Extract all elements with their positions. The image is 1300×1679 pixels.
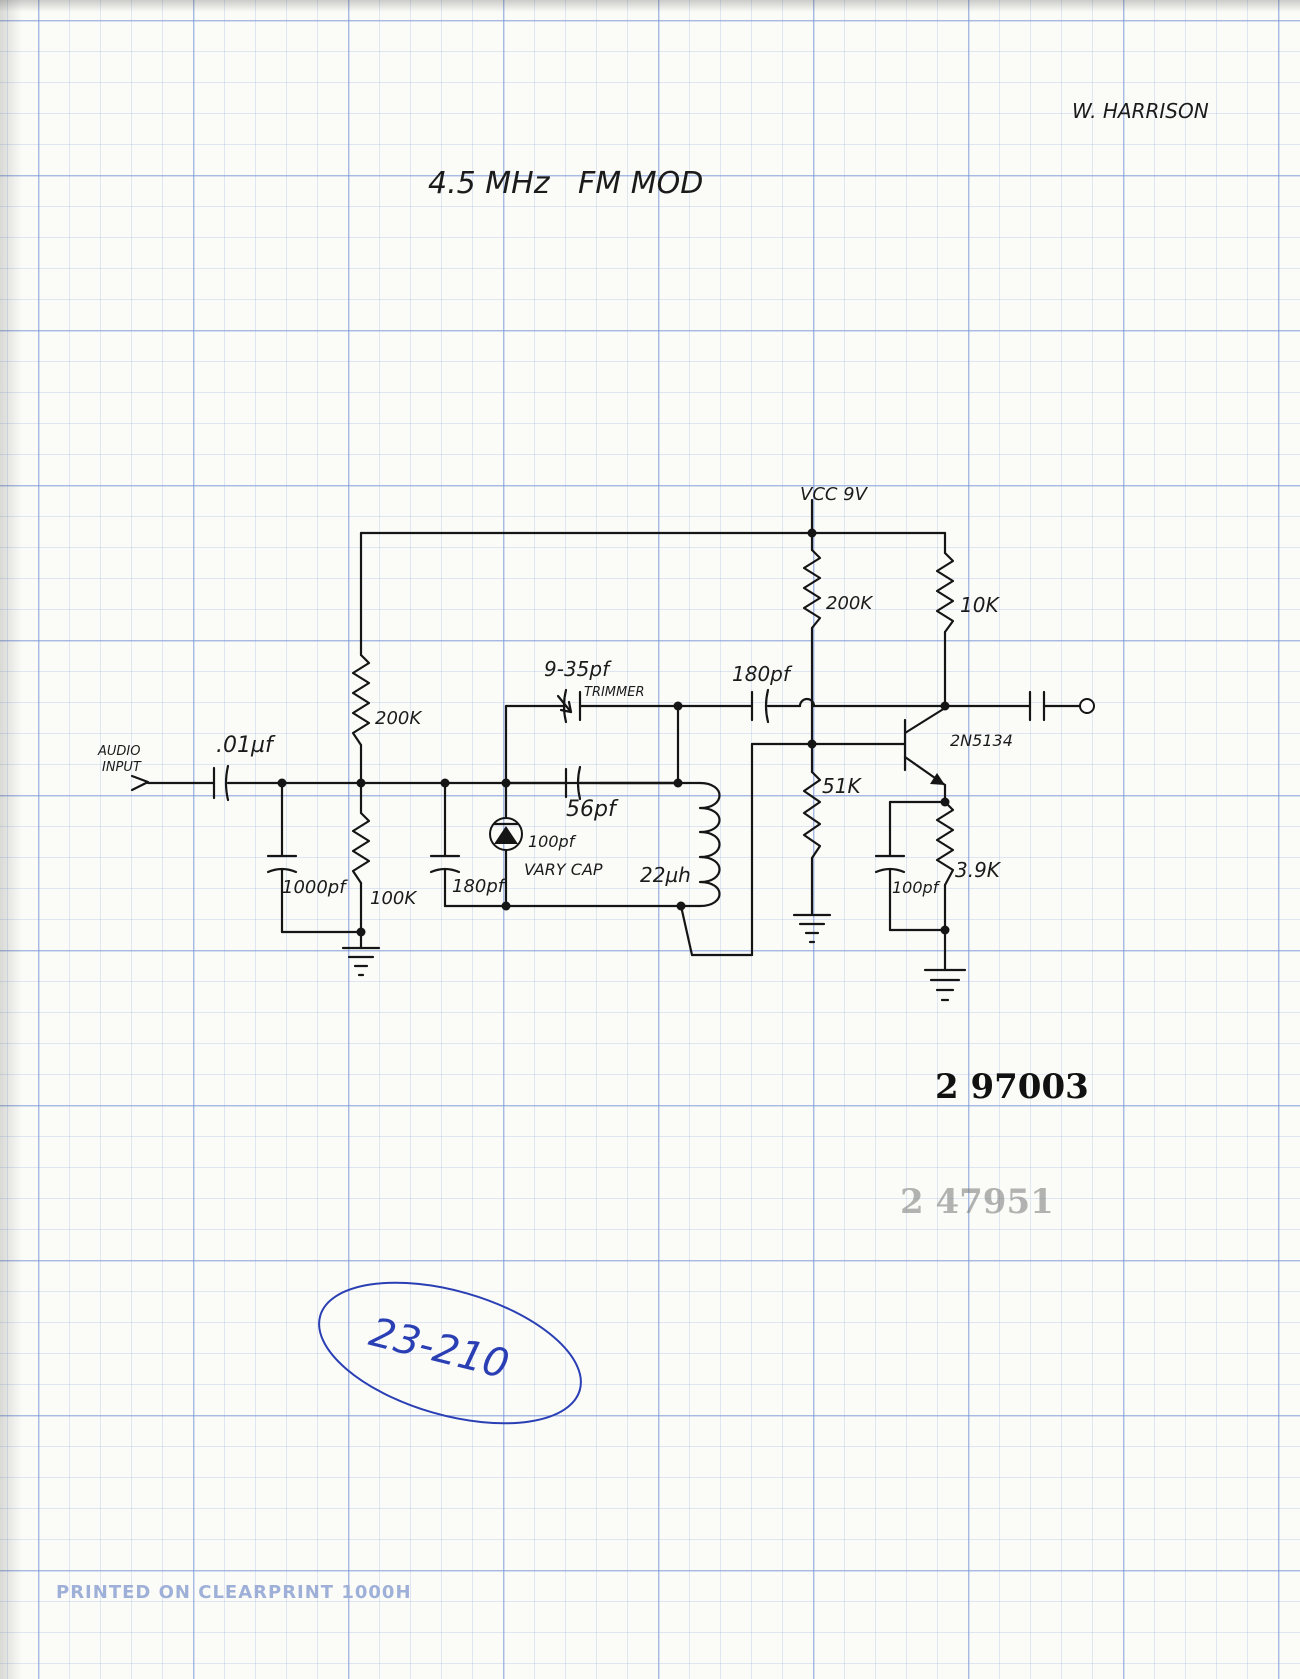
label-vcc: VCC 9V (800, 484, 869, 505)
paper-imprint: PRINTED ON CLEARPRINT 1000H (56, 1582, 412, 1603)
label-inductor: 22µh (640, 863, 691, 887)
resistor-200k-right (802, 548, 822, 630)
capacitor-100pf-emitter (874, 854, 906, 874)
transistor-2n5134 (903, 706, 947, 787)
label-audio-input-1: AUDIO (97, 744, 141, 759)
label-res-51k: 51K (822, 774, 862, 798)
label-cap-180-left: 180pf (452, 876, 507, 897)
capacitor-180pf-left (429, 854, 461, 874)
label-cap-180-top: 180pf (732, 662, 793, 686)
stamp-number: 2 97003 (935, 1067, 1089, 1107)
trimmer-capacitor (556, 688, 582, 724)
label-res-200k-right: 200K (826, 593, 873, 614)
capacitor-56pf (564, 765, 582, 801)
author-name: W. HARRISON (1072, 99, 1209, 123)
inductor-22uh (698, 781, 721, 908)
note-text: 23-210 (365, 1309, 514, 1388)
ground-symbol-left (341, 946, 381, 977)
label-res-3-9k: 3.9K (955, 858, 1002, 882)
varicap-diode (489, 817, 523, 851)
resistor-51k (802, 770, 822, 860)
stamp-number-faint: 2 47951 (900, 1182, 1054, 1222)
output-terminal (1079, 698, 1095, 714)
label-res-100k: 100K (370, 888, 417, 909)
label-cap-100-emitter: 100pf (892, 878, 941, 897)
output-coupling-capacitor (1028, 690, 1046, 722)
label-cap-1000: 1000pf (282, 877, 348, 898)
ground-symbol-right (923, 968, 967, 1002)
audio-input-arrow (130, 774, 150, 792)
capacitor-180pf-top (750, 688, 770, 724)
label-res-200k-left: 200K (375, 708, 422, 729)
component-labels: AUDIO INPUT .01µf 1000pf 200K 100K 180pf… (97, 484, 1013, 909)
capacitor-1000pf (266, 854, 298, 874)
label-varicap-name: VARY CAP (524, 860, 603, 879)
label-res-10k: 10K (960, 593, 1000, 617)
wiring (130, 498, 1082, 972)
label-varicap-value: 100pf (528, 832, 577, 851)
page-title: 4.5 MHz FM MOD (428, 166, 703, 201)
label-cap-input: .01µf (216, 733, 276, 758)
label-trimmer-value: 9-35pf (544, 657, 612, 681)
label-transistor: 2N5134 (950, 731, 1013, 750)
resistor-3-9k (935, 800, 955, 887)
input-coupling-capacitor (212, 764, 230, 802)
resistor-10k (935, 551, 955, 634)
junction-dots (277, 528, 950, 937)
resistor-200k-left (351, 653, 371, 747)
label-audio-input-2: INPUT (102, 760, 142, 775)
blue-circled-note: 23-210 (318, 1281, 582, 1425)
ground-symbol-middle (792, 913, 832, 944)
label-trimmer-name: TRIMMER (584, 685, 645, 700)
resistor-100k (351, 811, 371, 885)
label-cap-56: 56pf (566, 797, 619, 822)
